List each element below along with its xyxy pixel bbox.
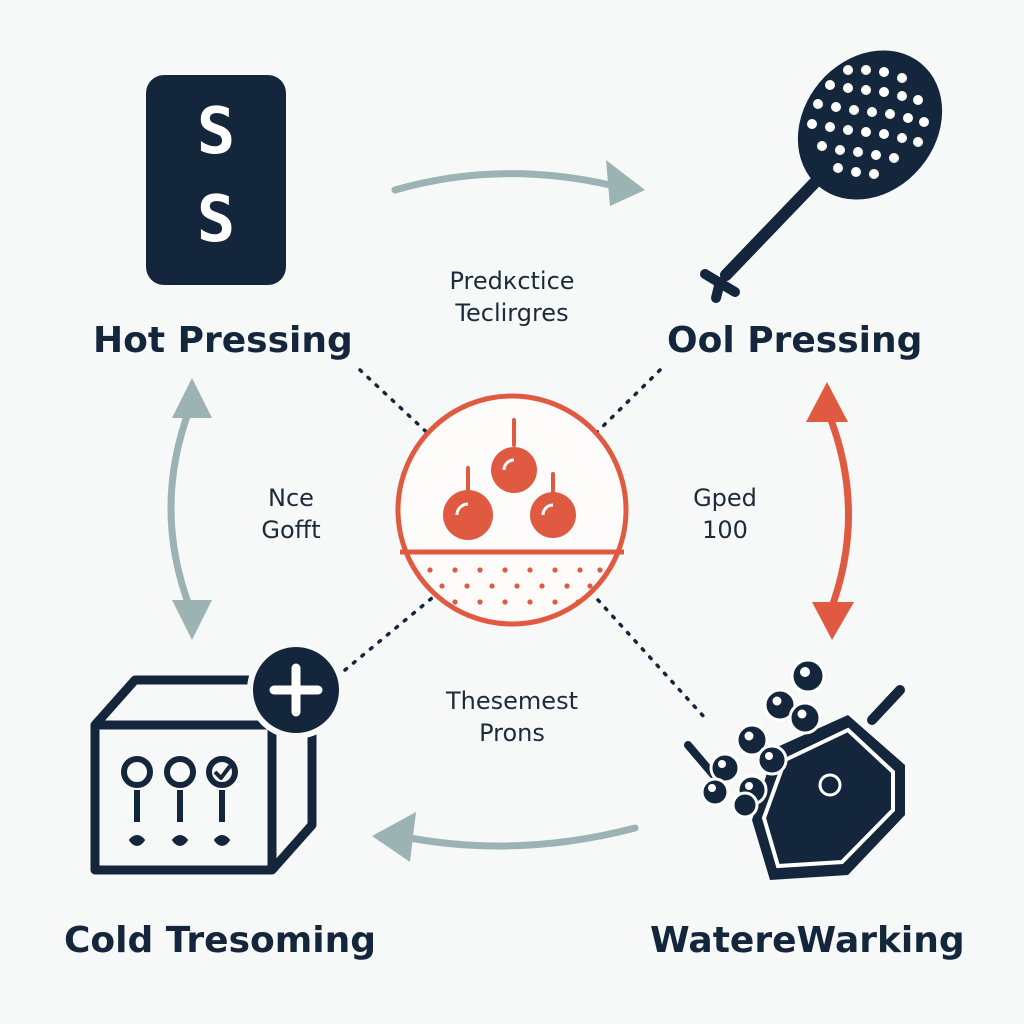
arrow-top-right bbox=[391, 160, 645, 206]
stage-title-hot-pressing: Hot Pressing bbox=[93, 320, 353, 361]
stage-title-cold-tresoming: Cold Tresoming bbox=[64, 920, 376, 961]
label-bottom: Thesemest Prons bbox=[412, 685, 612, 750]
arrow-bottom-left bbox=[372, 812, 639, 862]
label-top-line-2: Teclirgres bbox=[455, 299, 569, 328]
dotted-connectors bbox=[343, 368, 707, 720]
plus-badge-icon bbox=[247, 641, 345, 739]
ss-block-letter-top: S bbox=[196, 95, 236, 169]
ss-block-letter-bottom: S bbox=[196, 183, 236, 257]
stage-title-ool-pressing: Ool Pressing bbox=[667, 320, 923, 361]
label-top: Predкctice Teclirgres bbox=[412, 265, 612, 330]
label-left: Nce Gofft bbox=[236, 482, 346, 547]
stage-title-waterewarking: WatereWarking bbox=[650, 920, 965, 961]
arrow-right-vertical bbox=[806, 382, 854, 640]
label-bottom-line-1: Thesemest bbox=[446, 687, 578, 715]
label-right-line-2: 100 bbox=[702, 516, 748, 545]
label-right-line-1: Gped bbox=[693, 484, 757, 512]
perforated-paddle-icon bbox=[700, 50, 943, 303]
arrow-left-vertical bbox=[167, 378, 212, 640]
label-right: Gped 100 bbox=[670, 482, 780, 547]
label-bottom-line-2: Prons bbox=[479, 719, 545, 748]
ss-block-icon bbox=[146, 75, 286, 285]
label-top-line-1: Predкctice bbox=[449, 267, 575, 295]
label-left-line-2: Gofft bbox=[261, 516, 321, 545]
granule-tray-icon bbox=[684, 658, 905, 880]
particles-in-vessel-icon bbox=[395, 393, 629, 627]
label-left-line-1: Nce bbox=[268, 484, 314, 512]
